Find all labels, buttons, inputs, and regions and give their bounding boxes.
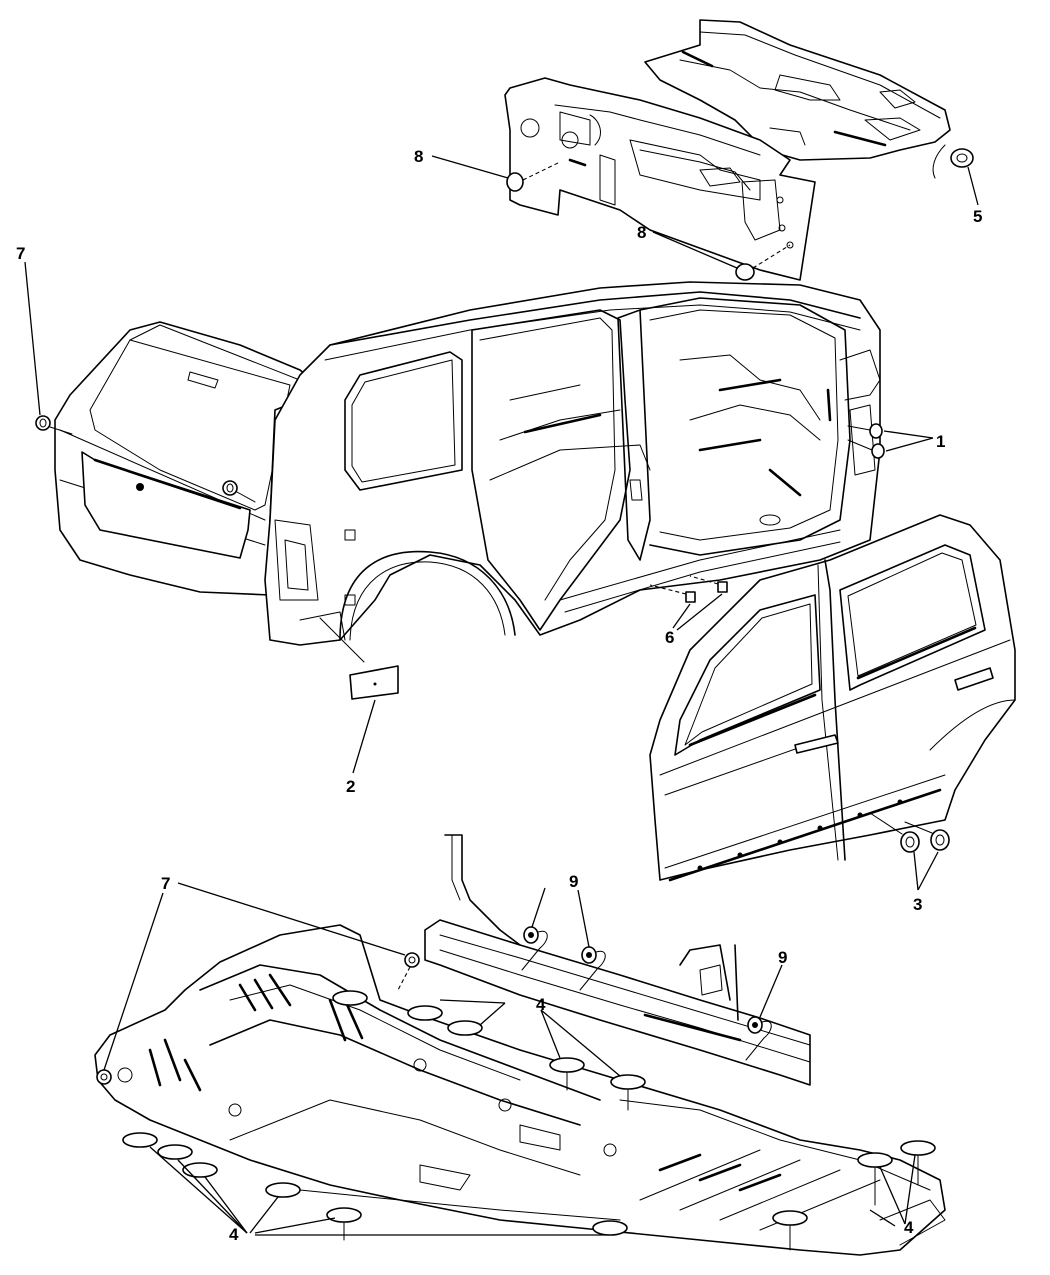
grommet-7-floor-left bbox=[96, 1069, 112, 1085]
callouts: 7 8 8 5 1 2 6 3 7 9 9 4 4 4 4 bbox=[16, 147, 982, 1244]
callout-8-upper: 8 bbox=[414, 147, 423, 166]
callout-3: 3 bbox=[913, 895, 922, 914]
plug-8-upper bbox=[506, 161, 561, 192]
grommet-5 bbox=[932, 144, 974, 179]
floor-pan bbox=[94, 924, 946, 1256]
plug-3-left bbox=[869, 812, 920, 853]
plug-3-right bbox=[904, 821, 950, 851]
callout-7-floor: 7 bbox=[161, 874, 170, 893]
grommet-9-right bbox=[745, 1016, 772, 1061]
callout-4-bottom-left: 4 bbox=[229, 1225, 239, 1244]
grommet-7-floor-right bbox=[397, 952, 420, 991]
plug-1-lower bbox=[847, 439, 885, 459]
callout-9-right: 9 bbox=[778, 948, 787, 967]
callout-8-lower: 8 bbox=[637, 223, 646, 242]
plug-1-upper bbox=[847, 423, 883, 439]
callout-1: 1 bbox=[936, 432, 945, 451]
grommet-7-liftgate-left bbox=[35, 415, 73, 435]
callout-5: 5 bbox=[973, 207, 982, 226]
side-doors bbox=[649, 514, 1016, 882]
dash-panel bbox=[504, 77, 816, 281]
body-shell bbox=[54, 281, 881, 646]
floor-plugs-4 bbox=[122, 990, 936, 1251]
plug-8-lower bbox=[735, 244, 791, 281]
patch-2 bbox=[319, 617, 399, 700]
plug-6-left bbox=[649, 584, 696, 603]
grommet-9-left bbox=[521, 926, 548, 971]
callout-6: 6 bbox=[665, 628, 674, 647]
callout-9-left: 9 bbox=[569, 872, 578, 891]
cowl-panel bbox=[644, 19, 951, 161]
grommet-7-liftgate-right bbox=[222, 480, 256, 503]
leader-lines bbox=[24, 155, 979, 1236]
callout-2: 2 bbox=[346, 777, 355, 796]
callout-4-upper: 4 bbox=[536, 995, 546, 1014]
callout-7-liftgate: 7 bbox=[16, 244, 25, 263]
plug-6-right bbox=[689, 575, 728, 593]
rocker-sill bbox=[424, 834, 811, 1086]
callout-4-bottom-right: 4 bbox=[904, 1218, 914, 1237]
